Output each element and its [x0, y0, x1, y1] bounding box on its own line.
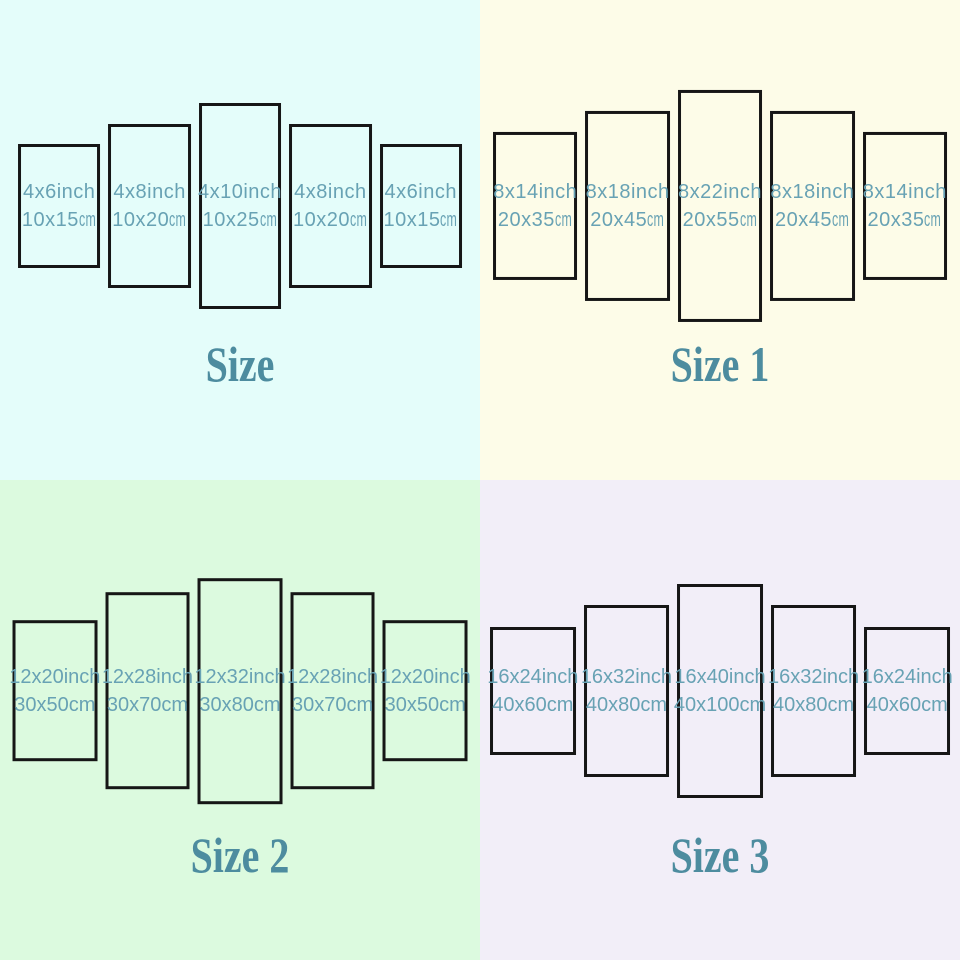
panel-size-cm: 30x50cm: [14, 694, 96, 716]
condensed-cm-glyph: cm: [554, 209, 573, 231]
canvas-panel: 16x40inch 40x100cm: [673, 584, 767, 798]
panel-size-inch: 12x32inch: [194, 666, 286, 688]
canvas-panel: 8x14inch 20x35cm: [862, 132, 947, 280]
panel-size-inch: 16x32inch: [768, 666, 860, 688]
panel-size-inch: 4x8inch: [113, 180, 186, 203]
canvas-panel: 16x24inch 40x60cm: [861, 626, 953, 756]
canvas-panel: 16x24inch 40x60cm: [487, 626, 579, 756]
panel-size-inch: 8x22inch: [677, 181, 763, 203]
panel-size-cm: 30x70cm: [106, 693, 188, 716]
canvas-panel: 8x22inch 20x55cm: [677, 89, 763, 323]
panel-row: 4x6inch 10x15cm 4x8inch 10x20cm 4x10inch 10x2…: [18, 103, 462, 309]
canvas-panel: 16x32inch 40x80cm: [580, 605, 672, 777]
condensed-cm-glyph: cm: [440, 209, 458, 231]
panel-size-inch: 8x14inch: [862, 181, 947, 203]
canvas-panel: 4x6inch 10x15cm: [379, 144, 462, 268]
quadrant-size: 4x6inch 10x15cm 4x8inch 10x20cm 4x10inch 10x2…: [0, 0, 480, 480]
panel-size-inch: 16x32inch: [580, 666, 672, 688]
canvas-panel: 12x28inch 30x70cm: [101, 592, 193, 790]
panel-size-cm: 40x60cm: [492, 693, 574, 716]
panel-size-cm: 30x50cm: [384, 694, 466, 716]
panel-size-cm: 20x35cm: [867, 206, 942, 234]
panel-size-cm: 10x25cm: [203, 206, 278, 234]
quadrant-title: Size 3: [670, 827, 770, 883]
canvas-panel: 12x28inch 30x70cm: [287, 592, 379, 790]
canvas-panel: 4x8inch 10x20cm: [289, 123, 372, 289]
condensed-cm-glyph: cm: [739, 209, 757, 231]
panel-size-inch: 16x40inch: [674, 666, 766, 688]
condensed-cm-glyph: cm: [259, 209, 277, 231]
canvas-panel: 12x20inch 30x50cm: [379, 620, 471, 762]
condensed-cm-glyph: cm: [169, 208, 187, 231]
canvas-panel: 12x20inch 30x50cm: [9, 620, 100, 762]
panel-size-cm: 30x80cm: [199, 694, 281, 716]
panel-size-inch: 8x18inch: [585, 180, 670, 203]
panel-size-cm: 10x15cm: [383, 206, 458, 234]
panel-size-inch: 12x20inch: [379, 666, 471, 688]
panel-size-inch: 4x6inch: [22, 181, 96, 203]
canvas-panel: 4x8inch 10x20cm: [108, 123, 191, 289]
canvas-panel: 8x14inch 20x35cm: [493, 132, 578, 280]
panel-size-cm: 40x100cm: [673, 694, 767, 716]
quadrant-title: Size: [205, 336, 275, 392]
canvas-panel: 4x10inch 10x25cm: [197, 103, 283, 309]
panel-size-cm: 40x60cm: [866, 693, 948, 716]
panel-size-inch: 8x18inch: [770, 180, 855, 203]
panel-size-cm: 20x45cm: [590, 206, 665, 234]
panel-size-cm: 20x35cm: [498, 206, 573, 234]
quadrant-title: Size 2: [190, 827, 290, 883]
panel-size-inch: 12x28inch: [287, 665, 379, 688]
panel-row: 8x14inch 20x35cm 8x18inch 20x45cm 8x22inch 20…: [493, 89, 947, 323]
panel-size-inch: 8x14inch: [493, 181, 578, 203]
quadrant-size-3: 16x24inch 40x60cm 16x32inch 40x80cm 16x40inc…: [480, 480, 960, 960]
condensed-cm-glyph: cm: [924, 209, 942, 231]
panel-size-inch: 4x10inch: [197, 181, 283, 203]
condensed-cm-glyph: cm: [832, 208, 850, 231]
panel-size-cm: 20x55cm: [683, 206, 758, 234]
condensed-cm-glyph: cm: [647, 208, 665, 231]
panel-size-cm: 20x45cm: [775, 206, 850, 234]
panel-size-cm: 30x70cm: [292, 693, 374, 716]
panel-size-cm: 40x80cm: [585, 694, 667, 716]
panel-size-inch: 16x24inch: [861, 665, 953, 688]
canvas-panel: 16x32inch 40x80cm: [768, 605, 860, 777]
canvas-panel: 8x18inch 20x45cm: [585, 111, 670, 301]
panel-size-cm: 40x80cm: [773, 694, 855, 716]
panel-size-cm: 10x20cm: [293, 206, 368, 234]
condensed-cm-glyph: cm: [78, 209, 97, 231]
panel-size-inch: 4x8inch: [294, 180, 367, 203]
quadrant-title: Size 1: [670, 336, 770, 392]
panel-row: 16x24inch 40x60cm 16x32inch 40x80cm 16x40inc…: [487, 584, 953, 798]
panel-size-inch: 16x24inch: [487, 665, 579, 688]
quadrant-size-1: 8x14inch 20x35cm 8x18inch 20x45cm 8x22inch 20…: [480, 0, 960, 480]
canvas-panel: 4x6inch 10x15cm: [18, 144, 101, 268]
panel-size-inch: 4x6inch: [384, 181, 457, 203]
condensed-cm-glyph: cm: [350, 208, 368, 231]
canvas-panel: 8x18inch 20x45cm: [770, 111, 855, 301]
panel-size-inch: 12x28inch: [101, 665, 193, 688]
panel-size-inch: 12x20inch: [9, 666, 101, 688]
panel-size-cm: 10x15cm: [22, 206, 97, 234]
panel-size-cm: 10x20cm: [112, 206, 187, 234]
canvas-panel: 12x32inch 30x80cm: [194, 578, 286, 804]
